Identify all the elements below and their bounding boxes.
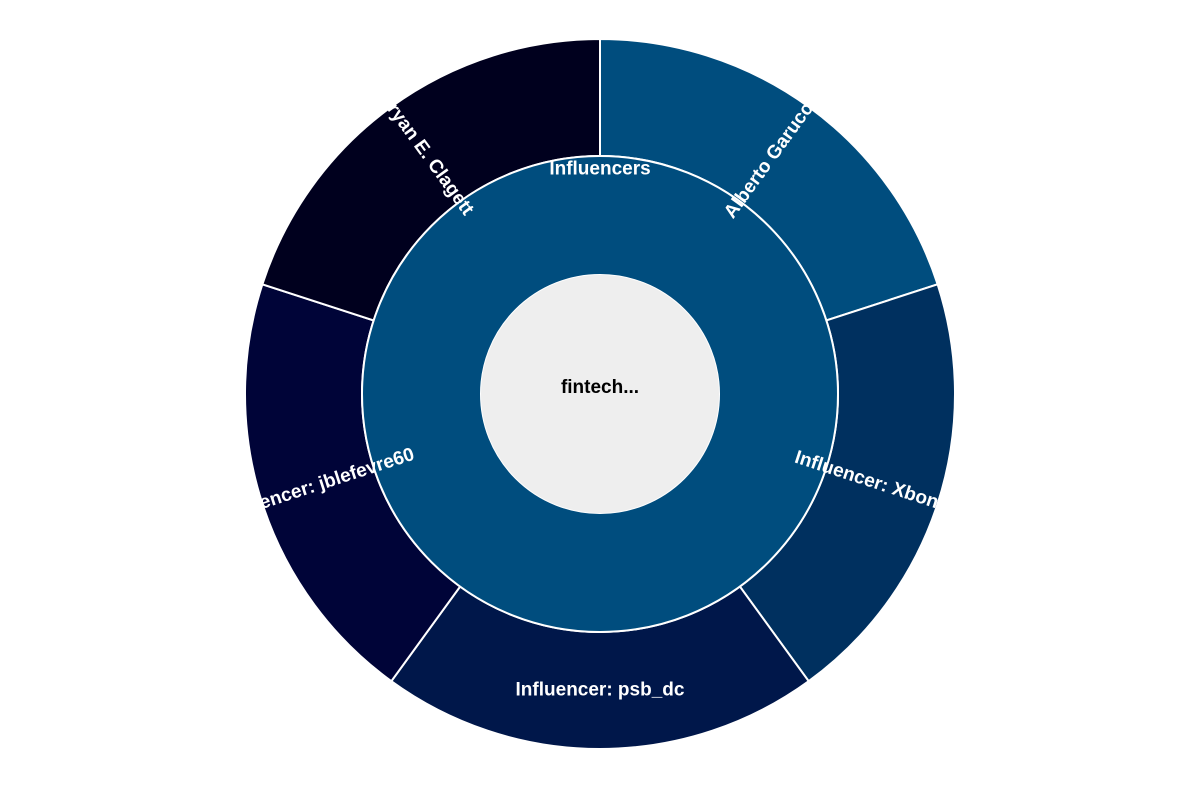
center-circle xyxy=(481,275,719,513)
center-node: fintech... xyxy=(481,275,719,513)
inner-label-influencers: Influencers xyxy=(549,159,650,180)
outer-label-influencer-psb-dc: Influencer: psb_dc xyxy=(516,680,685,701)
outer-ring xyxy=(244,37,956,750)
center-label: fintech... xyxy=(561,377,639,398)
